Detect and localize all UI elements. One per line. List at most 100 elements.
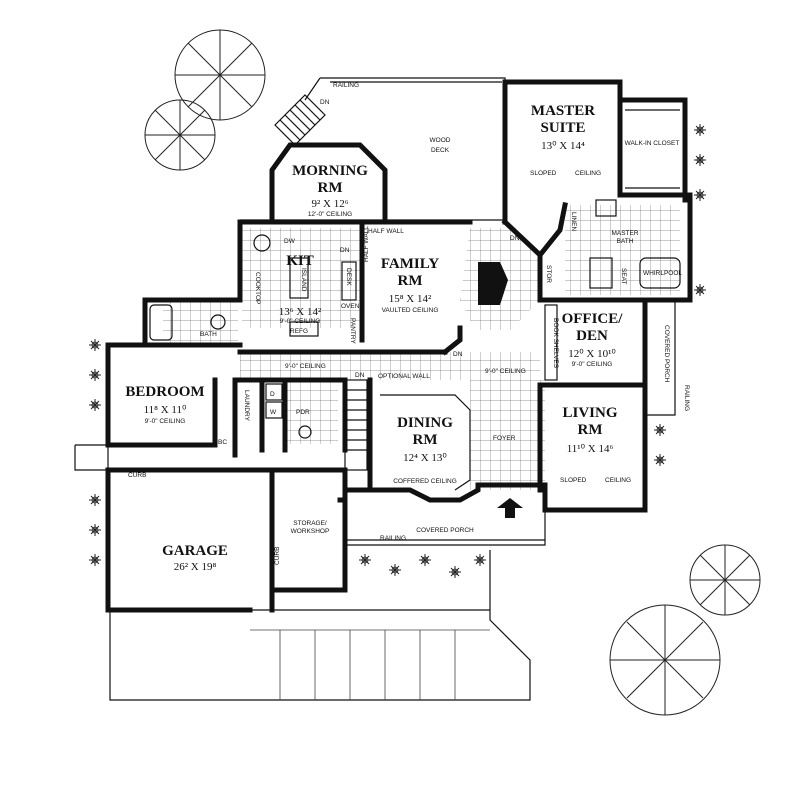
room-garage: GARAGE 26² X 19⁸ — [162, 543, 228, 573]
svg-text:9'-0" CEILING: 9'-0" CEILING — [485, 368, 526, 375]
svg-text:13⁰ X 14⁴: 13⁰ X 14⁴ — [541, 140, 585, 152]
svg-text:9'-0" CEILING: 9'-0" CEILING — [572, 361, 613, 368]
svg-text:HALF WALL: HALF WALL — [368, 228, 404, 235]
svg-text:12'-0" CEILING: 12'-0" CEILING — [308, 211, 352, 218]
svg-text:DECK: DECK — [431, 147, 450, 154]
landscaping — [88, 29, 761, 716]
entry-arrow-icon — [497, 498, 523, 518]
tree-icon — [174, 29, 266, 121]
svg-text:RM: RM — [318, 180, 343, 196]
svg-text:WHIRLPOOL: WHIRLPOOL — [643, 270, 682, 277]
svg-text:BEDROOM: BEDROOM — [125, 384, 204, 400]
svg-text:12⁴ X 13⁰: 12⁴ X 13⁰ — [403, 452, 447, 464]
svg-text:9'-0" CEILING: 9'-0" CEILING — [145, 418, 186, 425]
svg-text:SLOPED: SLOPED — [560, 477, 587, 484]
wood-deck — [240, 77, 506, 221]
svg-text:DN: DN — [320, 99, 330, 106]
svg-text:COVERED PORCH: COVERED PORCH — [416, 527, 474, 534]
svg-text:9'-0" CEILING: 9'-0" CEILING — [280, 318, 321, 325]
fireplace-icon — [478, 262, 508, 305]
svg-text:LIVING: LIVING — [562, 405, 617, 421]
svg-text:OVEN: OVEN — [341, 303, 360, 310]
svg-text:9'-0" CEILING: 9'-0" CEILING — [285, 363, 326, 370]
svg-text:DN: DN — [355, 372, 365, 379]
svg-text:COVERED PORCH: COVERED PORCH — [663, 325, 670, 383]
svg-text:FAMILY: FAMILY — [381, 256, 440, 272]
tree-icon — [689, 544, 761, 616]
deck-stair — [274, 94, 326, 146]
fixtures — [149, 199, 681, 471]
svg-text:W: W — [270, 409, 277, 416]
svg-text:HALF WALL: HALF WALL — [363, 226, 370, 262]
svg-text:BATH: BATH — [200, 331, 217, 338]
svg-text:CEILING: CEILING — [605, 477, 631, 484]
svg-text:SEAT: SEAT — [620, 268, 627, 285]
svg-text:DN: DN — [340, 247, 350, 254]
svg-text:DESK: DESK — [345, 268, 352, 286]
svg-text:DW: DW — [284, 238, 296, 245]
svg-text:COFFERED CEILING: COFFERED CEILING — [393, 478, 457, 485]
room-dining: DINING RM 12⁴ X 13⁰ COFFERED CEILING — [393, 415, 457, 485]
svg-text:DN: DN — [510, 235, 520, 242]
svg-text:OPTIONAL WALL: OPTIONAL WALL — [378, 373, 430, 380]
svg-text:REFG: REFG — [290, 328, 308, 335]
svg-text:12⁰ X 10¹⁰: 12⁰ X 10¹⁰ — [568, 348, 616, 360]
svg-text:LAUNDRY: LAUNDRY — [243, 390, 250, 422]
shrub-row-porch — [358, 553, 487, 579]
svg-text:OFFICE/: OFFICE/ — [562, 311, 624, 327]
svg-text:15⁸ X 14²: 15⁸ X 14² — [389, 293, 432, 305]
svg-text:RAILING: RAILING — [333, 82, 359, 89]
svg-text:RM: RM — [413, 432, 438, 448]
svg-text:DEN: DEN — [576, 328, 608, 344]
walls — [105, 79, 693, 613]
svg-text:BATH: BATH — [617, 238, 634, 245]
svg-text:D: D — [270, 391, 275, 398]
svg-text:STORAGE/: STORAGE/ — [293, 520, 327, 527]
room-master-suite: MASTER SUITE 13⁰ X 14⁴ SLOPED CEILING — [530, 103, 601, 177]
svg-text:CEILING: CEILING — [575, 170, 601, 177]
svg-text:11⁸ X 11⁰: 11⁸ X 11⁰ — [144, 404, 187, 416]
tiled-floors — [163, 205, 680, 490]
svg-text:CURB: CURB — [128, 472, 146, 479]
svg-text:BOOK SHELVES: BOOK SHELVES — [552, 318, 559, 369]
room-morning: MORNING RM 9² X 12⁶ 12'-0" CEILING — [292, 163, 368, 218]
svg-text:RAILING: RAILING — [683, 385, 690, 411]
front-porch — [344, 498, 546, 546]
svg-text:SLOPED: SLOPED — [530, 170, 557, 177]
svg-text:WALK-IN CLOSET: WALK-IN CLOSET — [625, 140, 680, 147]
svg-text:WORKSHOP: WORKSHOP — [291, 528, 330, 535]
svg-text:GARAGE: GARAGE — [162, 543, 228, 559]
svg-text:ISLAND: ISLAND — [300, 268, 307, 292]
svg-text:STOR: STOR — [545, 265, 552, 283]
svg-text:SUITE: SUITE — [540, 120, 585, 136]
svg-text:VAULTED CEILING: VAULTED CEILING — [382, 307, 439, 314]
svg-text:11¹⁰ X 14⁶: 11¹⁰ X 14⁶ — [567, 443, 614, 455]
room-kitchen: KIT 13⁶ X 14² 9'-0" CEILING — [279, 253, 322, 325]
svg-text:PDR: PDR — [296, 409, 310, 416]
svg-text:COOKTOP: COOKTOP — [254, 272, 261, 304]
shrub-row-left — [88, 338, 102, 567]
svg-text:RAILING: RAILING — [380, 535, 406, 542]
svg-text:FOYER: FOYER — [493, 435, 516, 442]
svg-text:RM: RM — [398, 273, 423, 289]
tree-icon — [609, 604, 721, 716]
driveway — [74, 444, 531, 701]
room-office: OFFICE/ DEN 12⁰ X 10¹⁰ 9'-0" CEILING — [562, 311, 624, 368]
svg-text:RM: RM — [578, 422, 603, 438]
room-living: LIVING RM 11¹⁰ X 14⁶ SLOPED CEILING — [560, 405, 631, 484]
svg-text:MASTER: MASTER — [611, 230, 638, 237]
annotations: RAILING DN WOOD DECK WALK-IN CLOSET LINE… — [128, 82, 690, 565]
svg-text:LINEN: LINEN — [570, 212, 577, 231]
svg-text:9² X 12⁶: 9² X 12⁶ — [311, 198, 348, 210]
svg-text:MASTER: MASTER — [531, 103, 595, 119]
svg-text:13⁶ X 14²: 13⁶ X 14² — [279, 306, 322, 318]
svg-text:KIT: KIT — [286, 253, 314, 269]
svg-text:CURB: CURB — [274, 547, 281, 565]
svg-text:DINING: DINING — [397, 415, 453, 431]
room-bedroom: BEDROOM 11⁸ X 11⁰ 9'-0" CEILING — [125, 384, 204, 425]
room-family: FAMILY RM 15⁸ X 14² VAULTED CEILING — [381, 256, 440, 314]
svg-text:PANTRY: PANTRY — [349, 318, 356, 344]
svg-text:26² X 19⁸: 26² X 19⁸ — [174, 561, 217, 573]
svg-text:WOOD: WOOD — [430, 137, 451, 144]
